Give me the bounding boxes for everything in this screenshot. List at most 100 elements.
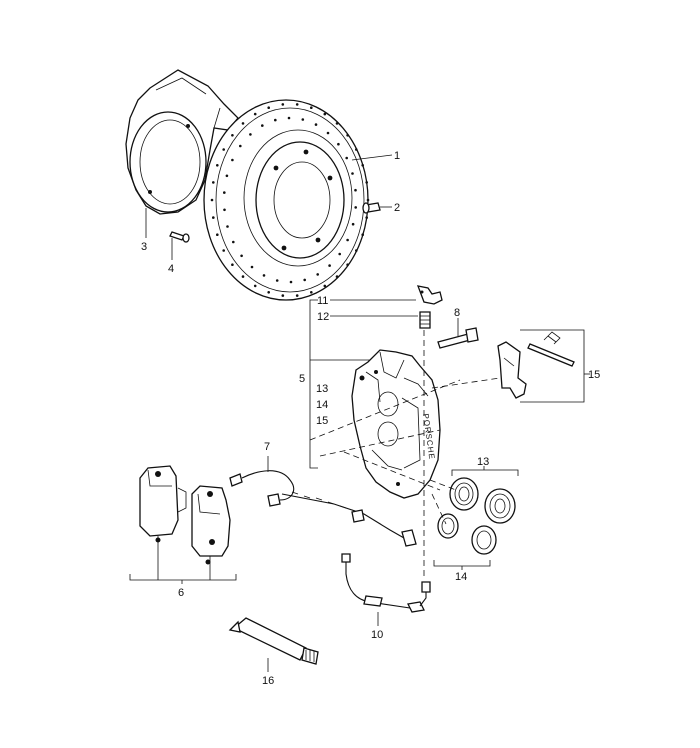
disc-drill-hole: [323, 112, 327, 116]
label-12: 12: [317, 311, 329, 323]
disc-drill-hole: [335, 122, 339, 125]
label-3: 3: [141, 241, 147, 253]
disc-drill-hole: [223, 191, 226, 194]
dust-boot-1: [437, 513, 459, 539]
disc-drill-hole: [366, 198, 370, 202]
disc-drill-hole: [275, 279, 279, 282]
disc-drill-hole: [250, 265, 254, 269]
disc-drill-hole: [222, 249, 225, 252]
disc-drill-hole: [212, 181, 215, 184]
disc-drill-hole: [239, 144, 242, 148]
label-8: 8: [454, 307, 460, 319]
disc-drill-hole: [328, 264, 331, 267]
disc-drill-hole: [223, 208, 226, 212]
disc-drill-hole: [314, 123, 318, 126]
disc-drill-hole: [222, 148, 225, 151]
disc-drill-hole: [295, 294, 299, 297]
label-14-caliper: 14: [316, 399, 328, 411]
disc-drill-hole: [337, 142, 340, 146]
label-1: 1: [394, 150, 400, 162]
disc-drill-hole: [210, 198, 214, 202]
disc-drill-hole: [226, 225, 229, 228]
disc-drill-hole: [267, 291, 271, 294]
label-2: 2: [394, 202, 400, 214]
disc-drill-hole: [253, 112, 257, 116]
disc-drill-hole: [281, 294, 285, 297]
disc-screw: [362, 202, 381, 214]
disc-drill-hole: [274, 118, 277, 122]
disc-drill-hole: [351, 172, 354, 175]
disc-drill-hole: [316, 273, 320, 276]
label-7: 7: [264, 441, 270, 453]
disc-drill-hole: [241, 275, 245, 278]
disc-drill-hole: [241, 122, 245, 125]
brake-disc: [203, 99, 370, 301]
dust-shield: [125, 69, 239, 215]
piston-seal-2: [484, 488, 516, 524]
disc-drill-hole: [354, 206, 358, 209]
disc-drill-hole: [310, 291, 313, 294]
disc-drill-hole: [216, 233, 219, 236]
pad-retaining-pin: [527, 343, 575, 367]
brake-hose: [341, 553, 431, 613]
disc-drill-hole: [310, 106, 313, 109]
disc-drill-hole: [346, 263, 349, 267]
disc-drill-hole: [326, 131, 330, 135]
disc-drill-hole: [361, 164, 365, 167]
wear-sensor: [229, 470, 417, 547]
caliper-bolt: [437, 327, 479, 349]
disc-drill-hole: [231, 134, 234, 137]
brake-pad-front: [139, 465, 187, 543]
disc-drill-hole: [351, 222, 355, 226]
disc-drill-hole: [232, 240, 235, 244]
disc-drill-hole: [365, 216, 369, 219]
disc-drill-hole: [346, 134, 349, 137]
disc-drill-hole: [301, 118, 305, 121]
part-labels: 1 2 3 4 5 6 7 8 10 11 12 13 14 15 13 14 …: [141, 150, 600, 687]
valve-cap: [419, 311, 431, 329]
label-13-seals: 13: [477, 456, 489, 468]
label-15-caliper: 15: [316, 415, 328, 427]
piston-seal-1: [449, 477, 479, 511]
disc-drill-hole: [345, 156, 349, 160]
disc-drill-hole: [225, 174, 229, 178]
label-10: 10: [371, 629, 383, 641]
disc-drill-hole: [289, 280, 293, 284]
disc-drill-hole: [335, 275, 339, 278]
dust-boot-2: [471, 525, 497, 555]
disc-drill-hole: [253, 284, 257, 288]
disc-drill-hole: [287, 116, 291, 120]
label-14-boots: 14: [455, 571, 467, 583]
disc-drill-hole: [355, 148, 358, 151]
disc-drill-hole: [240, 254, 243, 258]
label-5: 5: [299, 373, 305, 385]
disc-drill-hole: [355, 249, 358, 252]
bleed-valve: [416, 285, 443, 305]
brake-pad-rear: [191, 485, 231, 565]
retaining-clip: [543, 331, 561, 345]
disc-drill-hole: [323, 284, 327, 288]
disc-drill-hole: [249, 133, 252, 136]
label-11: 11: [317, 295, 328, 307]
disc-drill-hole: [365, 181, 369, 184]
disc-drill-hole: [281, 103, 285, 106]
label-4: 4: [168, 263, 174, 275]
disc-drill-hole: [212, 216, 215, 219]
disc-drill-hole: [216, 164, 219, 167]
disc-drill-hole: [267, 106, 271, 109]
disc-drill-hole: [338, 252, 342, 256]
disc-drill-hole: [303, 278, 307, 282]
disc-drill-hole: [261, 124, 264, 127]
label-6: 6: [178, 587, 184, 599]
pad-spreader-spring: [497, 341, 527, 399]
leader-lines: [129, 154, 590, 672]
disc-drill-hole: [231, 263, 234, 267]
disc-drill-hole: [295, 103, 299, 106]
label-16: 16: [262, 675, 274, 687]
grease-tube: [228, 617, 319, 665]
disc-drill-hole: [354, 188, 357, 192]
disc-drill-hole: [361, 233, 365, 236]
label-13-caliper: 13: [316, 383, 328, 395]
disc-drill-hole: [231, 158, 234, 162]
